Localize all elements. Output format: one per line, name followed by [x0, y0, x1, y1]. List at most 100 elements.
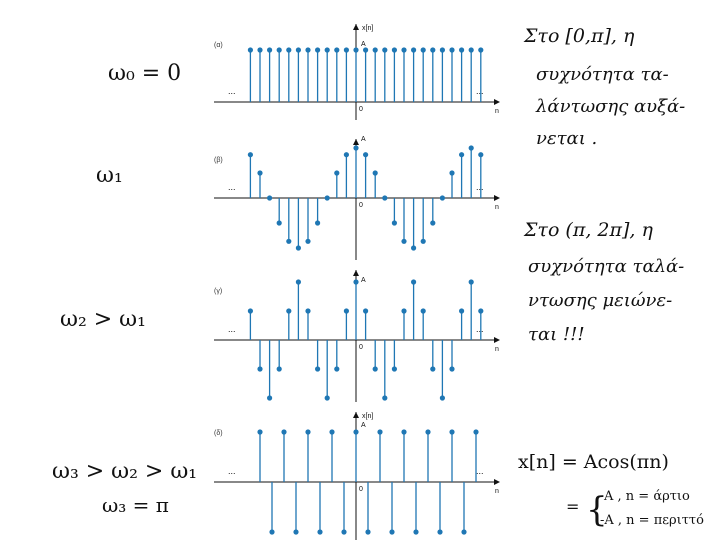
- stem-marker: [276, 47, 282, 53]
- y-axis-arrow: [353, 412, 359, 418]
- stem-marker: [363, 152, 369, 158]
- origin-label: 0: [359, 106, 363, 113]
- stem-marker: [353, 145, 359, 151]
- stem-marker: [478, 47, 484, 53]
- stem-marker: [420, 47, 426, 53]
- omega3-label: ω₃ > ω₂ > ω₁: [52, 459, 197, 484]
- stem-marker: [267, 195, 273, 201]
- note-range-pi-2pi: Στο (π, 2π], η συχνότητα ταλά- ντωσης με…: [523, 219, 684, 345]
- stem-marker: [286, 47, 292, 53]
- n-axis-label: n: [495, 488, 499, 495]
- stem-marker: [286, 238, 292, 244]
- stem-marker: [353, 279, 359, 285]
- stem-marker: [343, 47, 349, 53]
- y-axis-arrow: [353, 139, 359, 145]
- stem-marker: [305, 238, 311, 244]
- stem-marker: [389, 529, 395, 535]
- ellipsis-right: ...: [476, 86, 484, 96]
- note-range-0-pi: Στο [0,π], η συχνότητα τα- λάντωσης αυξά…: [523, 25, 685, 149]
- y-axis-arrow: [353, 24, 359, 30]
- ellipsis-right: ...: [476, 324, 484, 334]
- amplitude-label: A: [361, 41, 366, 48]
- omega3-pi-label: ω₃ = π: [102, 493, 169, 517]
- stem-marker: [459, 308, 465, 314]
- stem-marker: [401, 238, 407, 244]
- note1-line1: Στο [0,π], η: [523, 25, 635, 47]
- stem-marker: [257, 429, 263, 435]
- stem-marker: [391, 220, 397, 226]
- stem-marker: [363, 47, 369, 53]
- stem-marker: [459, 152, 465, 158]
- stem-marker: [461, 529, 467, 535]
- stem-marker: [382, 195, 388, 201]
- stem-marker: [334, 47, 340, 53]
- stem-panel-3: (γ)nA0......: [214, 270, 500, 402]
- amplitude-label: A: [361, 277, 366, 284]
- stem-marker: [468, 47, 474, 53]
- stem-marker: [372, 366, 378, 372]
- stem-marker: [247, 152, 253, 158]
- n-axis-arrow: [494, 195, 500, 201]
- formula-main: x[n] = Acos(πn): [518, 451, 669, 473]
- stem-marker: [267, 47, 273, 53]
- n-axis-arrow: [494, 99, 500, 105]
- stem-marker: [305, 429, 311, 435]
- stem-marker: [267, 395, 273, 401]
- formula-equals: =: [566, 497, 579, 516]
- stem-marker: [411, 47, 417, 53]
- ellipsis-left: ...: [228, 86, 236, 96]
- stem-panel-1: (α)nx[n]A0......: [214, 24, 500, 120]
- stem-marker: [305, 47, 311, 53]
- stem-marker: [439, 195, 445, 201]
- stem-marker: [305, 308, 311, 314]
- stem-marker: [329, 429, 335, 435]
- omega2-label: ω₂ > ω₁: [60, 307, 146, 332]
- amplitude-label: A: [361, 136, 366, 143]
- stem-marker: [430, 47, 436, 53]
- stem-marker: [468, 279, 474, 285]
- stem-marker: [324, 47, 330, 53]
- stem-marker: [247, 47, 253, 53]
- stem-marker: [478, 308, 484, 314]
- origin-label: 0: [359, 486, 363, 493]
- formula-case1: A , n = άρτιο: [603, 489, 690, 504]
- stem-marker: [439, 395, 445, 401]
- note2-line3: ντωσης μειώνε-: [528, 290, 672, 311]
- stem-marker: [353, 47, 359, 53]
- note2-line2: συχνότητα ταλά-: [528, 256, 684, 277]
- y-axis-label: x[n]: [362, 25, 373, 32]
- stem-marker: [334, 170, 340, 176]
- ellipsis-left: ...: [228, 466, 236, 476]
- stem-marker: [334, 366, 340, 372]
- panel-label: (δ): [214, 430, 223, 437]
- panel-label: (α): [214, 42, 223, 49]
- stem-marker: [401, 429, 407, 435]
- stem-marker: [343, 308, 349, 314]
- formula-case2: -A , n = περιττό: [600, 513, 704, 528]
- stem-marker: [382, 395, 388, 401]
- stem-marker: [276, 220, 282, 226]
- stem-marker: [324, 395, 330, 401]
- stem-marker: [437, 529, 443, 535]
- n-axis-label: n: [495, 346, 499, 353]
- y-axis-arrow: [353, 270, 359, 276]
- stem-marker: [478, 152, 484, 158]
- stem-marker: [430, 220, 436, 226]
- y-axis-label: x[n]: [362, 413, 373, 420]
- n-axis-arrow: [494, 479, 500, 485]
- origin-label: 0: [359, 344, 363, 351]
- stem-marker: [324, 195, 330, 201]
- stem-marker: [341, 529, 347, 535]
- stem-marker: [343, 152, 349, 158]
- panels-group: (α)nx[n]A0......(β)nA0......(γ)nA0......…: [214, 24, 500, 540]
- stem-marker: [425, 429, 431, 435]
- amplitude-label: A: [361, 422, 366, 429]
- stem-marker: [449, 170, 455, 176]
- stem-marker: [363, 308, 369, 314]
- stem-marker: [459, 47, 465, 53]
- stem-marker: [449, 47, 455, 53]
- note1-line4: νεται .: [536, 128, 597, 149]
- stem-marker: [391, 366, 397, 372]
- note2-line4: ται !!!: [528, 324, 585, 345]
